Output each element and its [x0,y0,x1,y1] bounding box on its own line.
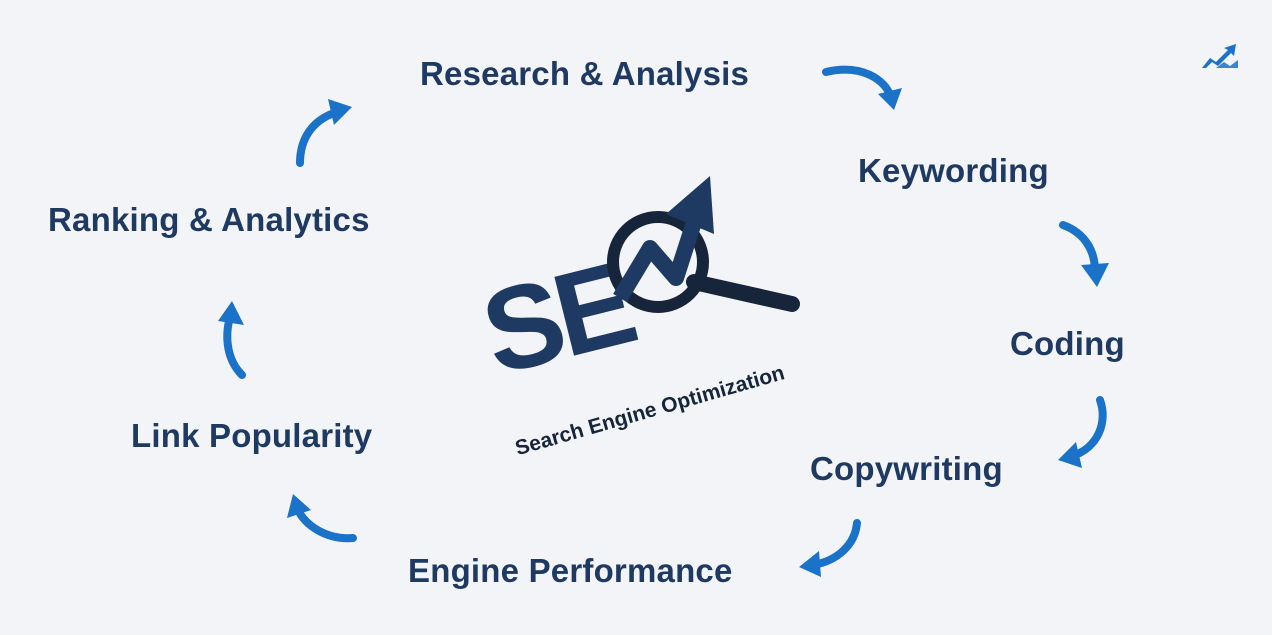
curved-arrow-icon [822,65,902,110]
step-coding: Coding [1010,325,1125,362]
magnifying-glass-icon [607,211,800,313]
seo-letters: SE [470,237,645,401]
step-link-popularity: Link Popularity [131,417,373,454]
step-ranking-analytics: Ranking & Analytics [48,201,370,238]
step-research-analysis: Research & Analysis [420,55,750,92]
curved-arrow-icon [296,99,352,167]
step-copywriting: Copywriting [810,450,1003,487]
curved-arrow-icon [1058,396,1107,468]
trend-chart-logo-icon [1202,44,1238,68]
step-engine-performance: Engine Performance [408,552,733,589]
curved-arrow-icon [799,519,861,577]
seo-center-graphic: SE Search Engine Optimization [470,176,800,460]
curved-arrow-icon [287,494,357,543]
trend-up-arrow-icon [613,176,714,303]
curved-arrow-icon [1059,221,1109,287]
curved-arrow-icon [218,301,246,379]
step-keywording: Keywording [858,152,1049,189]
